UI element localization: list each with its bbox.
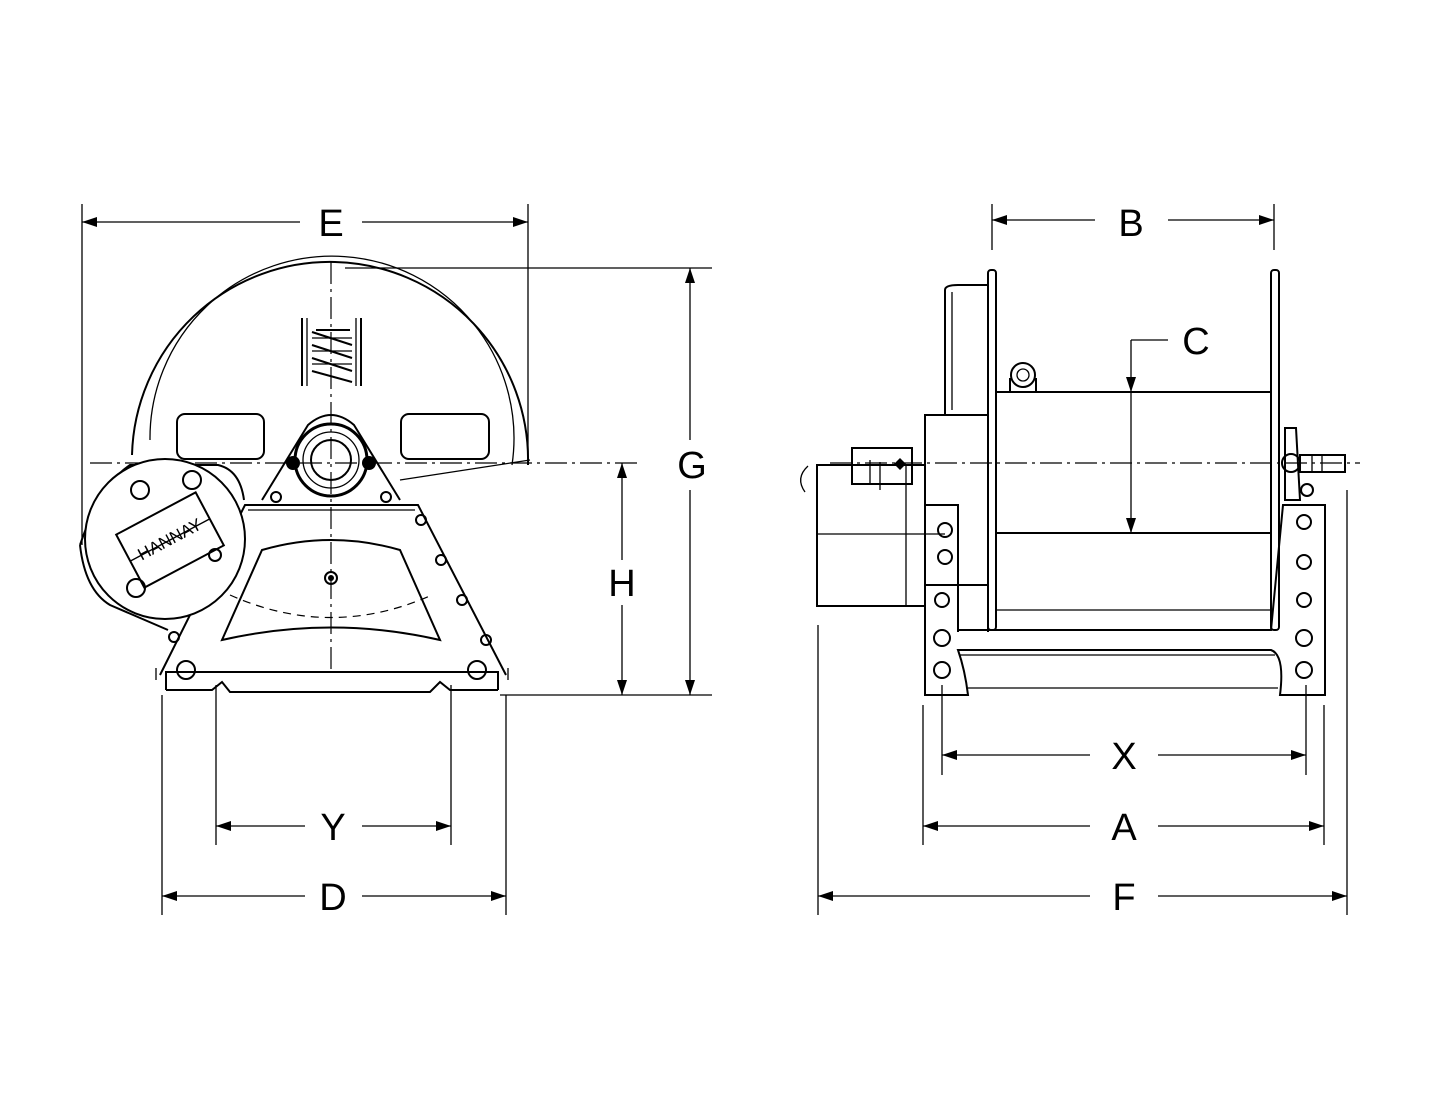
dim-label-f: F [1112,877,1135,919]
spring-coil [301,318,362,386]
swivel-joint [1281,427,1346,501]
side-view [800,269,1360,696]
electric-motor [800,447,926,607]
flange-right [1270,269,1280,631]
dim-label-x: X [1111,736,1136,778]
dim-label-a: A [1111,807,1137,849]
gear-housing [924,284,989,632]
dimension-lines: E G H Y D B C X [81,203,1348,919]
reel-disc [131,255,712,466]
hub-bearing [261,414,401,501]
dim-label-y: Y [320,807,345,849]
drum [996,391,1271,611]
flange-left [987,269,997,631]
disc-window-right [400,413,490,460]
side-base-frame [924,504,1326,696]
top-fitting [1009,362,1037,392]
dim-label-h: H [608,563,635,605]
dim-label-c: C [1182,321,1209,363]
motor-housing: HANNAY [79,458,246,631]
disc-window-left [176,413,265,460]
dim-label-b: B [1118,203,1143,245]
dim-label-g: G [677,445,707,487]
front-view: HANNAY [79,255,712,693]
stand-frame [155,459,531,693]
dim-label-e: E [318,203,343,245]
dim-label-d: D [319,877,346,919]
